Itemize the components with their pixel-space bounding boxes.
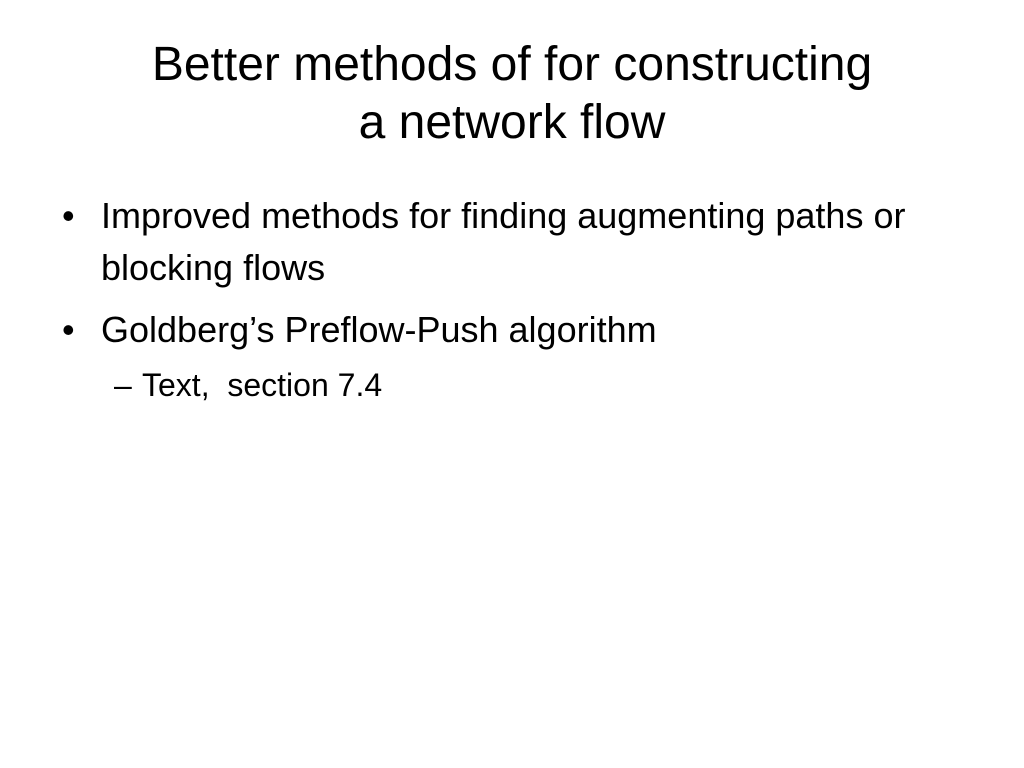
bullet-marker: • [62, 309, 75, 350]
bullet-text: Improved methods for finding augmenting … [101, 195, 906, 288]
sub-bullet-item: – Text, section 7.4 [58, 364, 958, 406]
sub-bullet-marker: – [114, 367, 132, 403]
bullet-marker: • [62, 195, 75, 236]
bullet-text: Goldberg’s Preflow-Push algorithm [101, 309, 657, 350]
bullet-item: • Improved methods for finding augmentin… [58, 190, 958, 294]
slide-title: Better methods of for constructing a net… [40, 36, 984, 152]
slide-title-line-1: Better methods of for constructing [151, 38, 873, 91]
slide-body: • Improved methods for finding augmentin… [58, 190, 958, 406]
slide-title-line-2: a network flow [358, 96, 666, 149]
sub-bullet-text: Text, section 7.4 [142, 367, 383, 403]
bullet-item: • Goldberg’s Preflow-Push algorithm [58, 304, 958, 356]
